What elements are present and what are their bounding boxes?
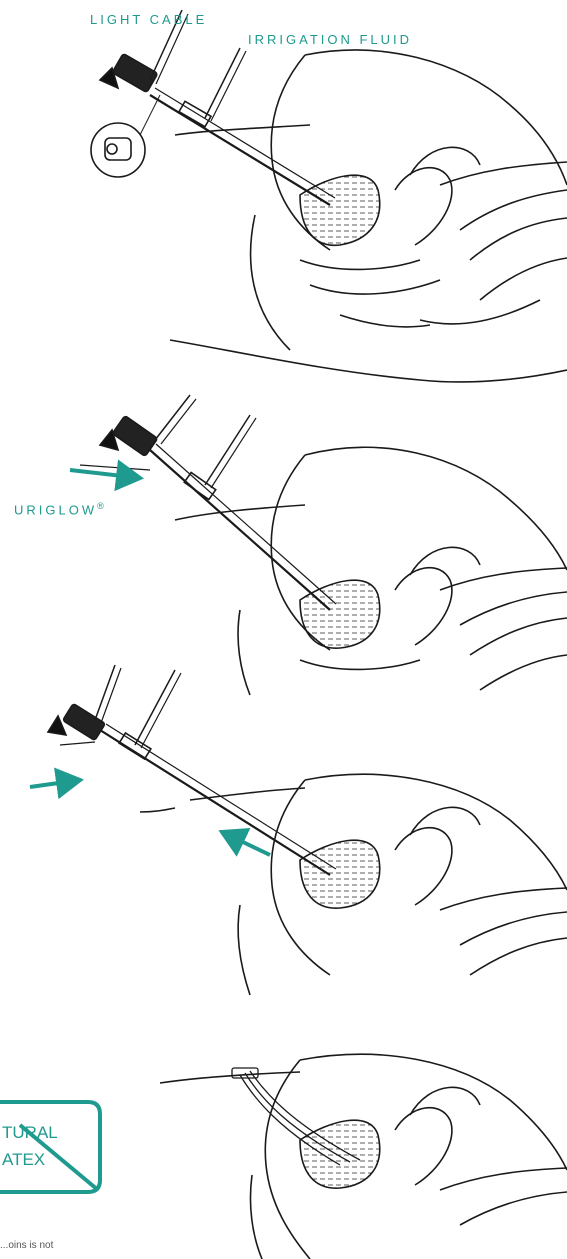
withdraw-arrow bbox=[222, 832, 270, 855]
panel-4-illustration bbox=[160, 1054, 567, 1259]
light-cable-label: LIGHT CABLE bbox=[90, 12, 207, 27]
panel-1-illustration bbox=[91, 10, 567, 382]
uriglow-label-text: URIGLOW bbox=[14, 502, 97, 517]
registered-mark: ® bbox=[97, 501, 104, 511]
panel-3-illustration bbox=[48, 665, 567, 995]
latex-free-badge bbox=[0, 1102, 100, 1192]
badge-line-1: TURAL bbox=[2, 1123, 58, 1143]
badge-line-2: ATEX bbox=[2, 1150, 45, 1170]
footnote-text: ...oins is not bbox=[0, 1240, 53, 1251]
uriglow-arrow-2 bbox=[30, 780, 80, 787]
uriglow-label: URIGLOW® bbox=[14, 501, 104, 517]
uriglow-arrow-1 bbox=[70, 470, 140, 478]
irrigation-fluid-label: IRRIGATION FLUID bbox=[248, 32, 412, 47]
panel-2-illustration bbox=[80, 395, 567, 695]
